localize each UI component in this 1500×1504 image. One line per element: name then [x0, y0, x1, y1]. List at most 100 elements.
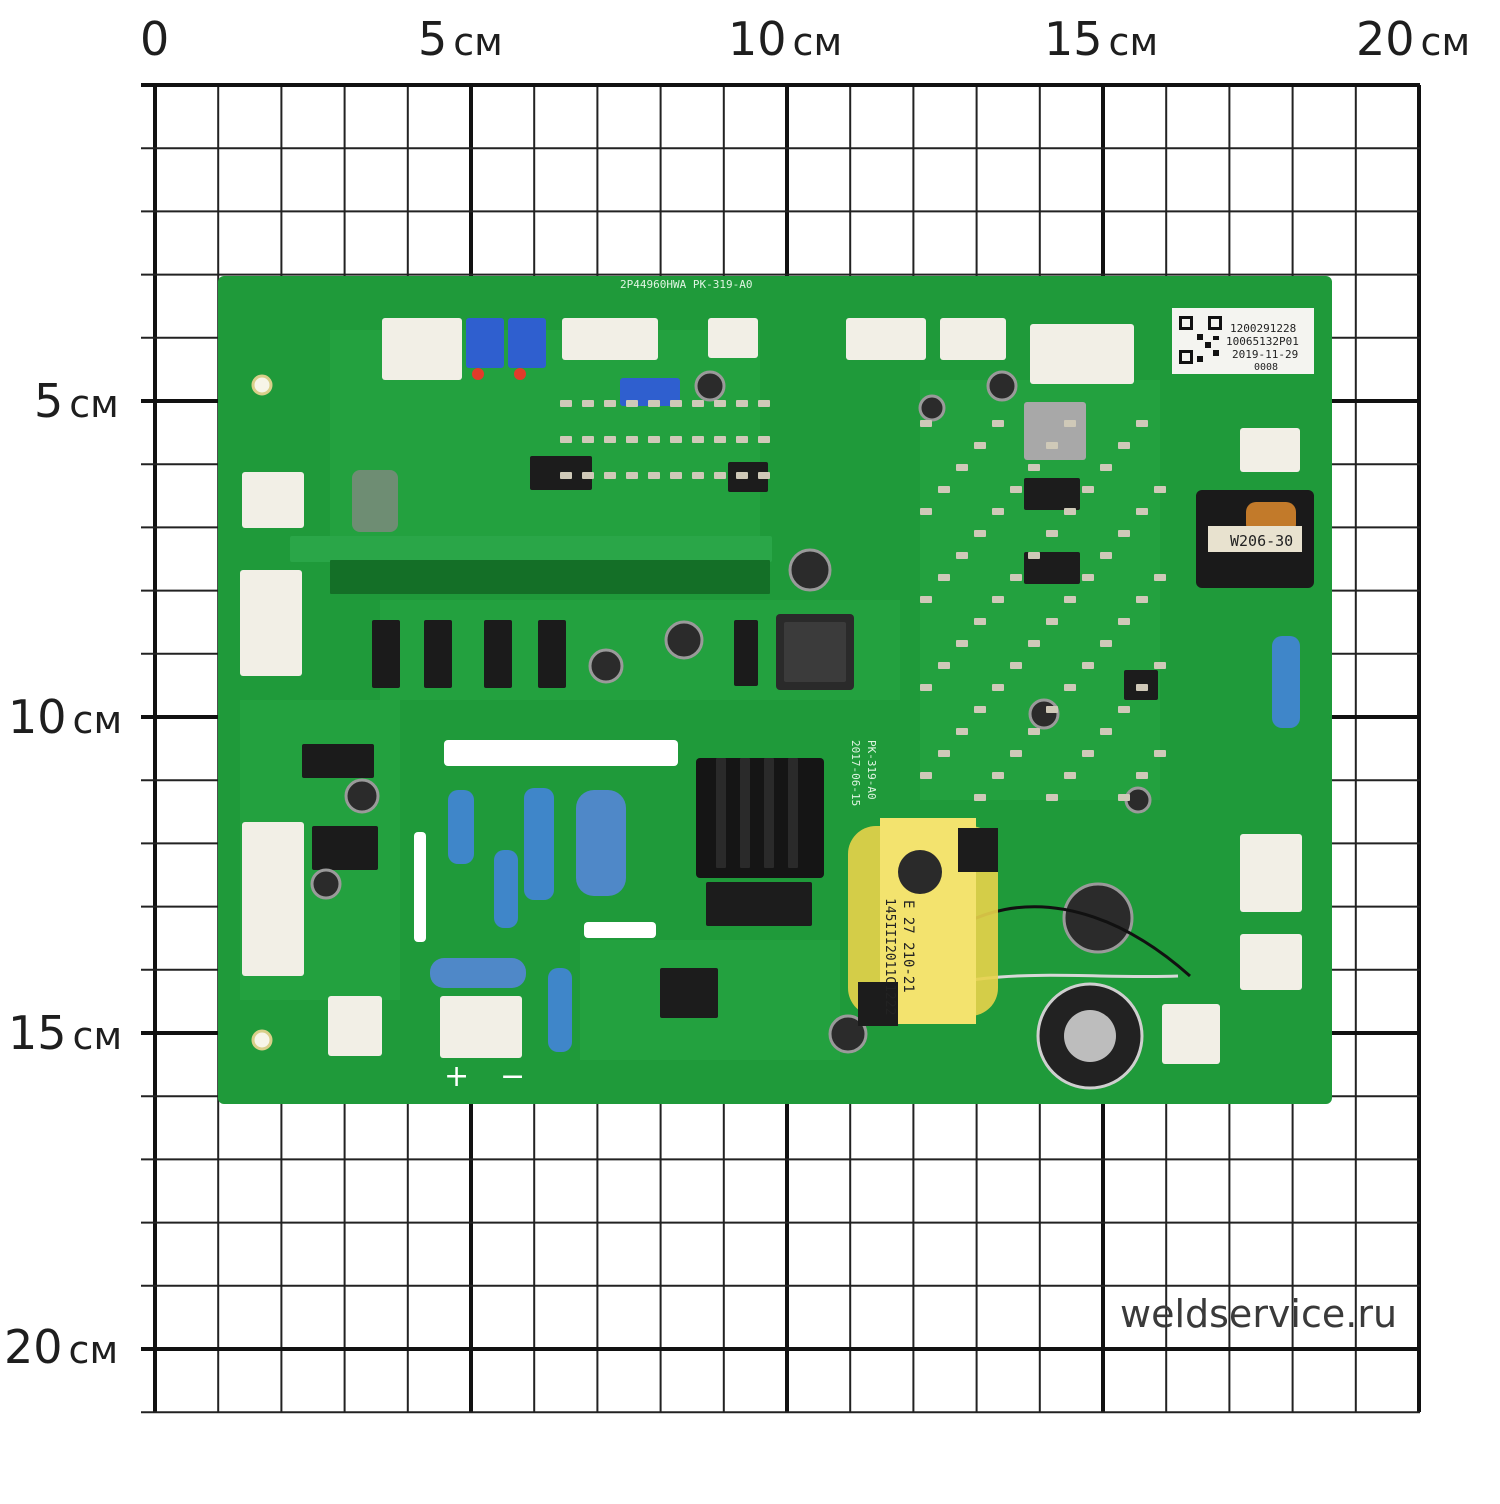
ic-chip [660, 968, 718, 1018]
smd-resistor [1028, 464, 1040, 471]
sticker-line-4: 0008 [1254, 362, 1278, 373]
site-watermark: weldservice.ru [1120, 1292, 1398, 1336]
potentiometer-knob [472, 368, 484, 380]
smd-resistor [1010, 662, 1022, 669]
smd-resistor [974, 530, 986, 537]
smd-resistor [758, 436, 770, 443]
electrolytic-capacitor [344, 778, 380, 814]
smd-resistor [938, 750, 950, 757]
smd-resistor [1064, 508, 1076, 515]
power-transformer: E 27 210-21 145III2011C1222 [848, 818, 998, 1026]
smd-resistor [604, 472, 616, 479]
heatsink-fin [764, 758, 774, 868]
smd-resistor [670, 400, 682, 407]
side-marking-1: PK-319-A0 [865, 740, 878, 800]
smd-resistor [1064, 596, 1076, 603]
smd-resistor [692, 436, 704, 443]
smd-resistor [1046, 706, 1058, 713]
transistor-package [312, 826, 378, 870]
axial-resistor [524, 788, 554, 900]
smd-resistor [1046, 530, 1058, 537]
heatsink-fin [716, 758, 726, 868]
smd-resistor [692, 472, 704, 479]
transistor-package [484, 620, 512, 688]
smd-resistor [604, 400, 616, 407]
smd-resistor [560, 436, 572, 443]
smd-resistor [920, 420, 932, 427]
smd-resistor [992, 508, 1004, 515]
smd-resistor [920, 596, 932, 603]
connector-housing [328, 996, 382, 1056]
trimmer-potentiometer [466, 318, 504, 368]
connector-housing [1162, 1004, 1220, 1064]
smd-resistor [956, 464, 968, 471]
transistor-package [538, 620, 566, 688]
y-capacitor [352, 470, 398, 532]
smd-resistor [1154, 662, 1166, 669]
connector-housing [1240, 834, 1302, 912]
connector-housing [940, 318, 1006, 360]
smd-resistor [758, 472, 770, 479]
smd-resistor [1046, 794, 1058, 801]
smd-resistor [974, 794, 986, 801]
smd-resistor [582, 472, 594, 479]
smd-resistor [920, 508, 932, 515]
smd-resistor [648, 472, 660, 479]
smd-resistor [582, 400, 594, 407]
smd-resistor [1100, 552, 1112, 559]
electrolytic-capacitor [828, 1014, 868, 1054]
electrolytic-capacitor [310, 868, 342, 900]
smd-resistor [1136, 508, 1148, 515]
smd-resistor [1082, 486, 1094, 493]
electrolytic-capacitor [694, 370, 726, 402]
axial-resistor [1272, 636, 1300, 728]
connector-housing [382, 318, 462, 380]
sticker-line-2: 10065132P01 [1226, 335, 1299, 348]
regulator-body [784, 622, 846, 682]
copper-pour [920, 380, 1160, 800]
smd-resistor [920, 772, 932, 779]
electrolytic-capacitor [588, 648, 624, 684]
electrolytic-capacitor [918, 394, 946, 422]
smd-resistor [992, 684, 1004, 691]
connector-housing [1240, 934, 1302, 990]
daughter-board [290, 536, 772, 562]
smd-resistor [992, 420, 1004, 427]
smd-resistor [670, 436, 682, 443]
smd-resistor [1154, 574, 1166, 581]
connector-housing [562, 318, 658, 360]
smd-resistor [670, 472, 682, 479]
smd-resistor [992, 772, 1004, 779]
transistor-package [734, 620, 758, 686]
smd-resistor [1100, 464, 1112, 471]
smd-resistor [714, 400, 726, 407]
film-capacitor [576, 790, 626, 896]
electrolytic-capacitor [1028, 698, 1060, 730]
smd-resistor [692, 400, 704, 407]
smd-resistor [1028, 728, 1040, 735]
smd-resistor [1100, 728, 1112, 735]
connector-housing [440, 996, 522, 1058]
top-scale-label: 0 [140, 12, 170, 66]
smd-resistor [1064, 684, 1076, 691]
smd-resistor [1100, 640, 1112, 647]
inductor-label: W206-30 [1230, 532, 1293, 550]
smd-resistor [714, 472, 726, 479]
potentiometer-knob [514, 368, 526, 380]
connector-housing [242, 822, 304, 976]
smd-resistor [736, 400, 748, 407]
smd-resistor [938, 574, 950, 581]
heatsink-fin [788, 758, 798, 868]
connector-housing [242, 472, 304, 528]
smd-resistor [1028, 640, 1040, 647]
smd-resistor [626, 400, 638, 407]
smd-resistor [992, 596, 1004, 603]
smd-resistor [1118, 618, 1130, 625]
connector-housing [708, 318, 758, 358]
